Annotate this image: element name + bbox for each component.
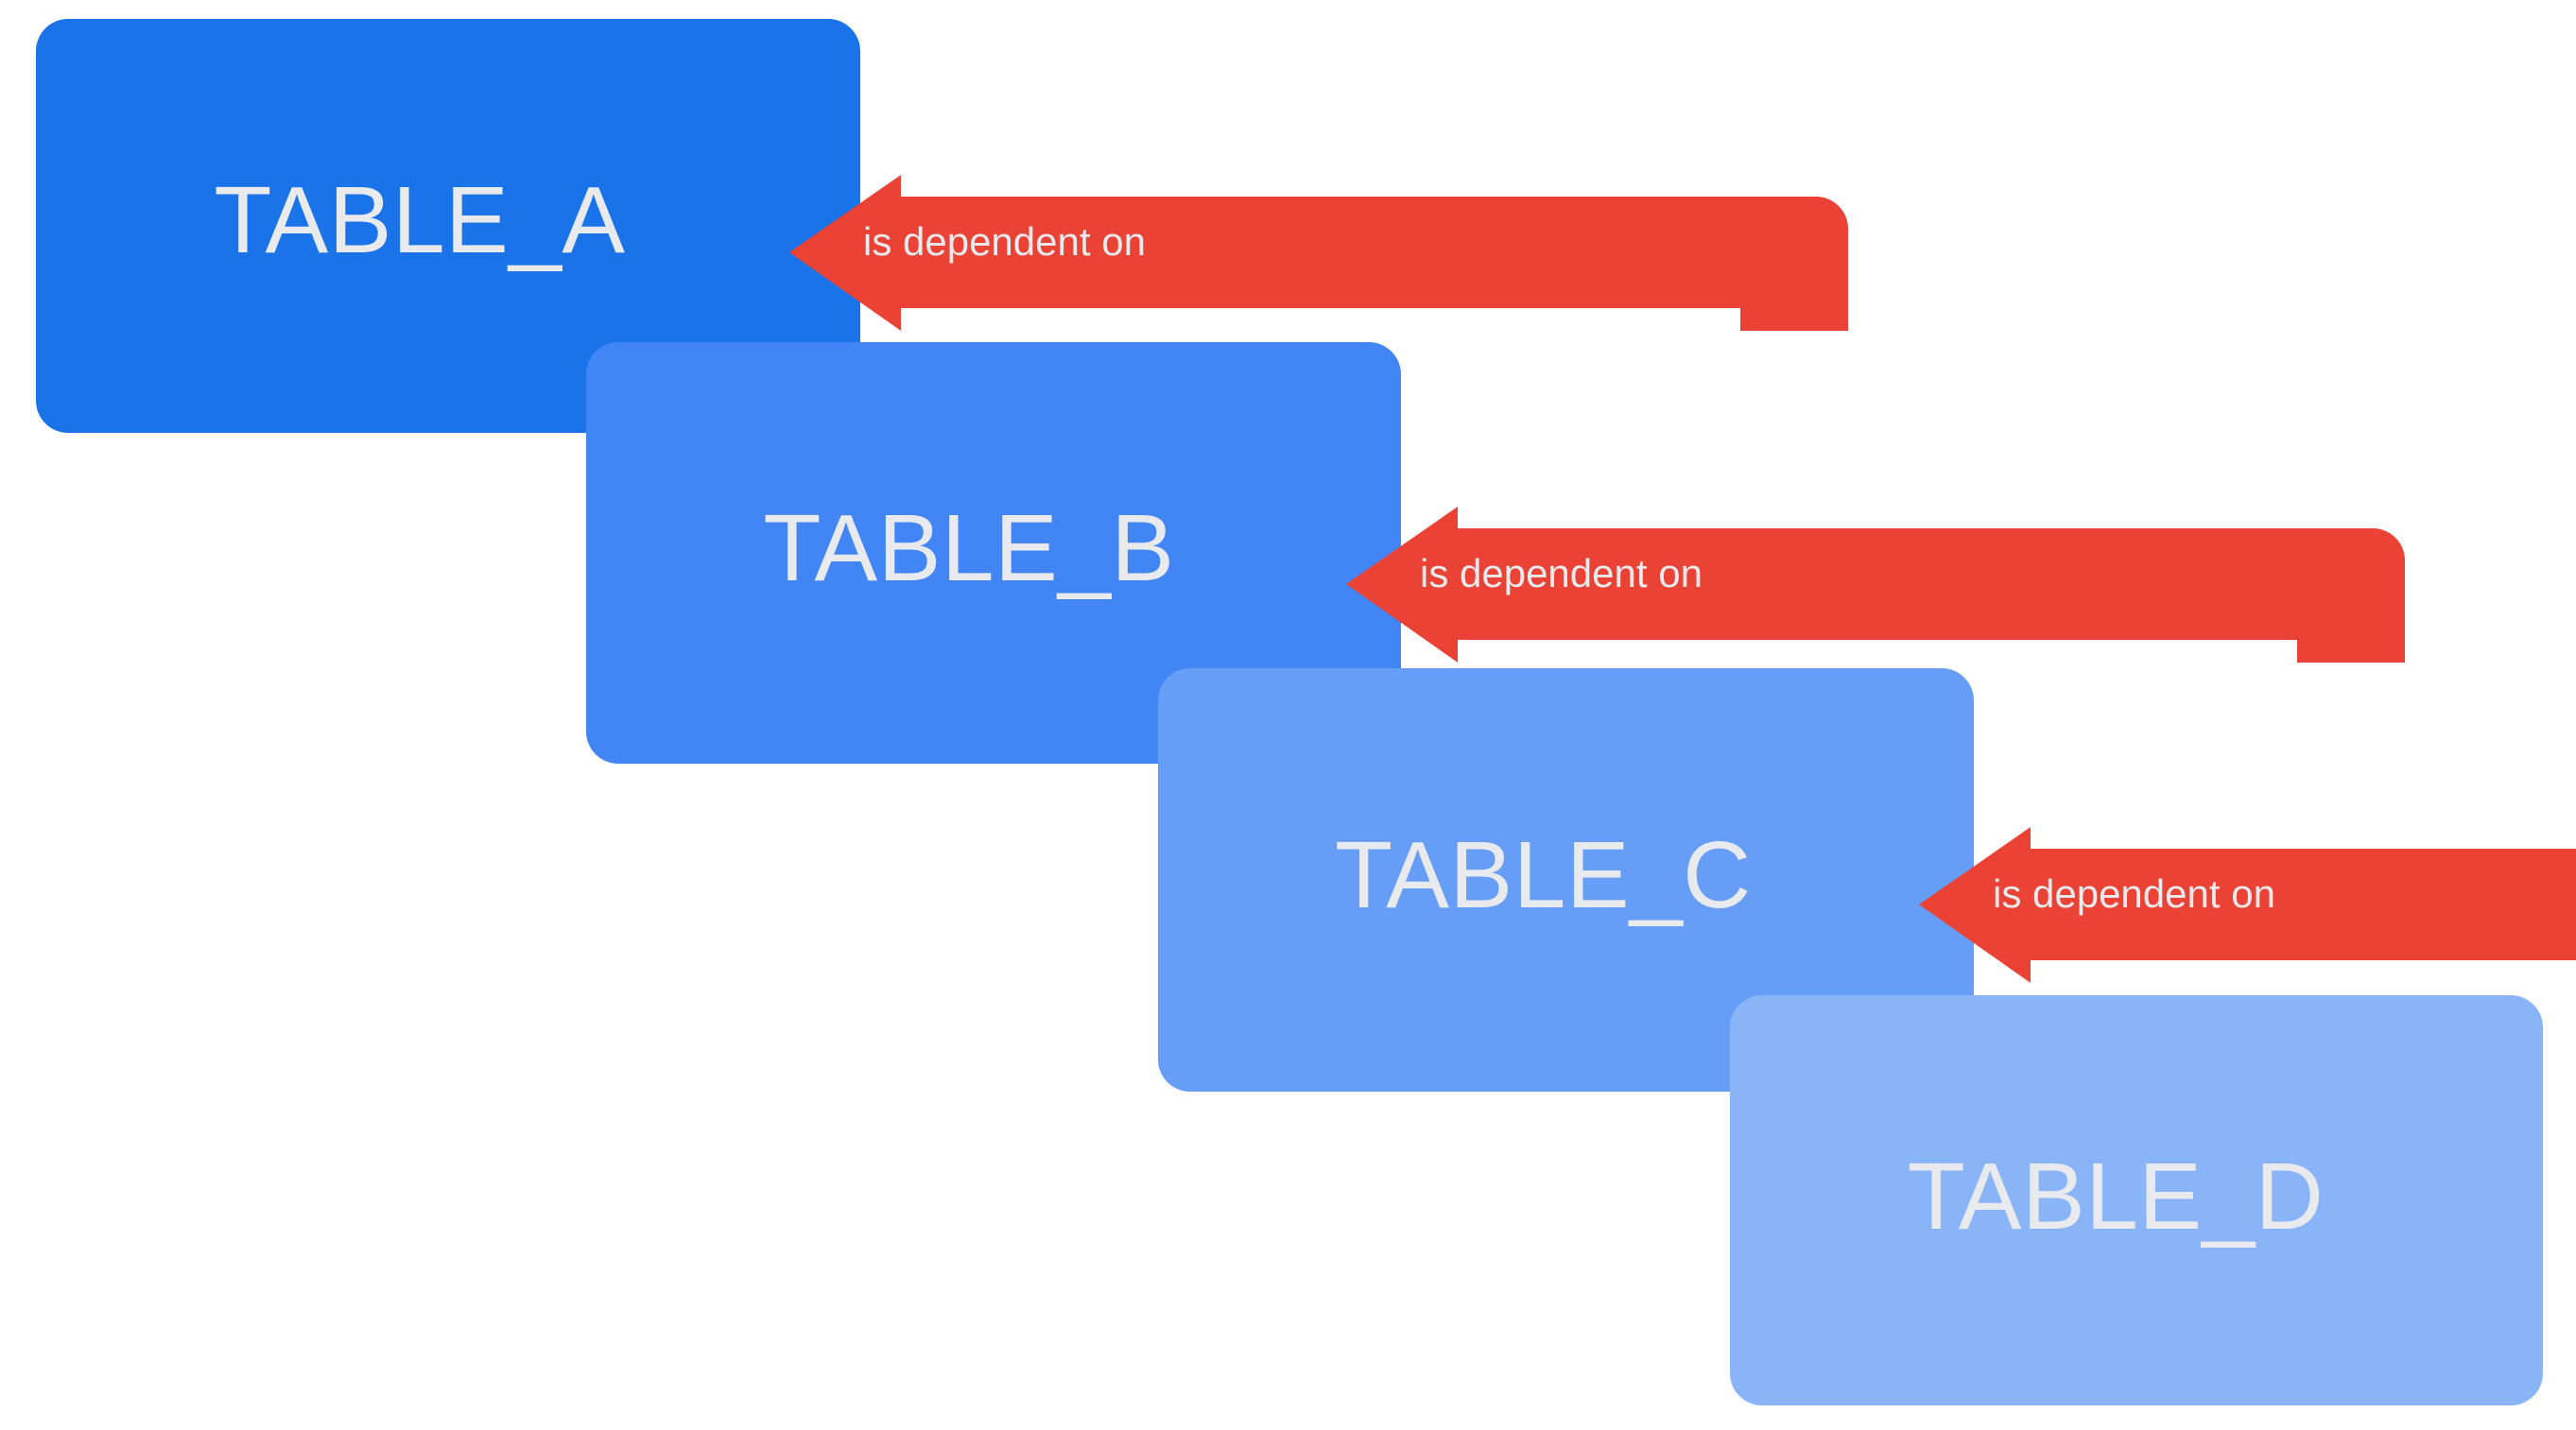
node-table-a[interactable]: TABLE_A: [36, 19, 860, 433]
arrow-left-icon: [1919, 827, 2576, 983]
arrow-left-icon: [1346, 507, 2405, 663]
node-table-c[interactable]: TABLE_C: [1158, 668, 1974, 1092]
edge-table-a-is-dependent-on-table-b[interactable]: is dependent on: [789, 175, 1848, 331]
node-table-c-label: TABLE_C: [1335, 821, 1752, 928]
node-table-a-label: TABLE_A: [214, 166, 626, 273]
node-table-d[interactable]: TABLE_D: [1730, 995, 2543, 1405]
edge-table-c-is-dependent-on-table-d[interactable]: is dependent on: [1919, 827, 2576, 983]
node-table-b-label: TABLE_B: [763, 494, 1175, 601]
node-table-d-label: TABLE_D: [1907, 1143, 2325, 1249]
arrow-left-icon: [789, 175, 1848, 331]
edge-table-b-is-dependent-on-table-c[interactable]: is dependent on: [1346, 507, 2405, 663]
